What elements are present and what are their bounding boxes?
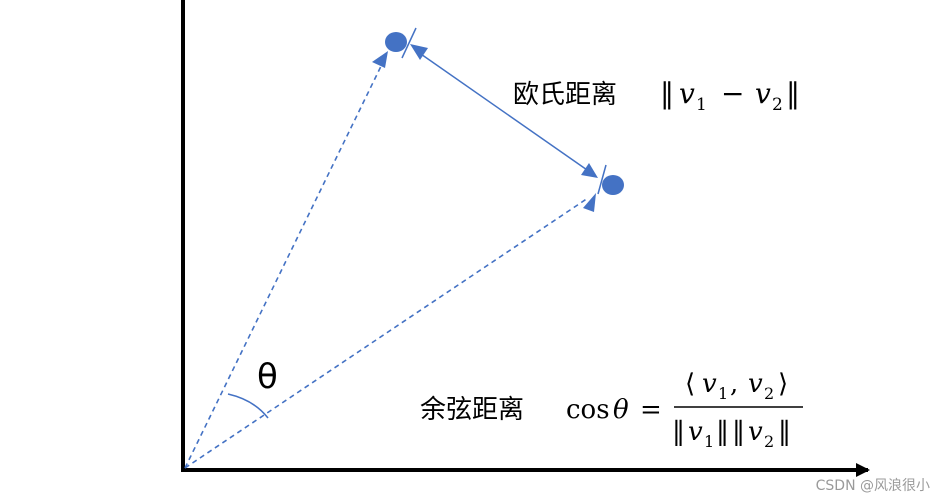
den-bar2: ‖ xyxy=(716,417,729,447)
num-sub1: 1 xyxy=(718,384,728,403)
cosine-formula: cos θ = ⟨ v 1 , v 2 ⟩ ‖ v 1 ‖ ‖ v 2 ‖ xyxy=(566,369,803,451)
euclid-open-norm: ‖ xyxy=(660,77,674,110)
num-rangle: ⟩ xyxy=(778,369,788,399)
theta-label: θ xyxy=(257,357,278,397)
num-v1: v xyxy=(702,369,717,399)
cos-equals: = xyxy=(640,395,662,425)
euclid-sub1: 1 xyxy=(696,95,707,115)
euclid-sub2: 2 xyxy=(772,95,783,115)
euclid-close-norm: ‖ xyxy=(786,77,800,110)
angle-arc xyxy=(227,393,269,419)
vector-v2-arrowhead xyxy=(583,193,596,212)
num-v2: v xyxy=(748,369,763,399)
watermark: CSDN @风浪很小 xyxy=(816,478,930,494)
euclidean-formula: ‖ v 1 − v 2 ‖ xyxy=(660,77,800,115)
euclidean-distance-name: 欧氏距离 xyxy=(513,80,617,110)
point-v1-tick xyxy=(401,27,417,59)
cos-theta: θ xyxy=(613,395,629,425)
den-v2: v xyxy=(748,417,763,447)
den-sub2: 2 xyxy=(764,432,774,451)
cos-text: cos xyxy=(566,395,610,425)
euclid-v1: v xyxy=(679,77,695,110)
den-v1: v xyxy=(688,417,703,447)
vector-v1-arrowhead xyxy=(372,51,388,68)
den-bar3: ‖ xyxy=(732,417,745,447)
euclidean-arrowhead-start xyxy=(410,44,428,60)
point-v1 xyxy=(385,32,407,52)
point-v2 xyxy=(602,175,624,195)
vector-v2-dashed xyxy=(184,197,589,469)
num-langle: ⟨ xyxy=(685,369,695,399)
cosine-distance-name: 余弦距离 xyxy=(420,395,524,425)
den-bar1: ‖ xyxy=(672,417,685,447)
euclid-minus: − xyxy=(721,77,744,110)
num-sub2: 2 xyxy=(764,384,774,403)
euclidean-arrowhead-end xyxy=(581,163,598,178)
den-sub1: 1 xyxy=(704,432,714,451)
euclidean-distance-line xyxy=(417,51,591,173)
vector-v1-dashed xyxy=(184,57,386,469)
den-bar4: ‖ xyxy=(778,417,791,447)
euclid-v2: v xyxy=(755,77,771,110)
num-comma: , xyxy=(730,369,738,399)
point-v2-tick xyxy=(597,164,607,195)
